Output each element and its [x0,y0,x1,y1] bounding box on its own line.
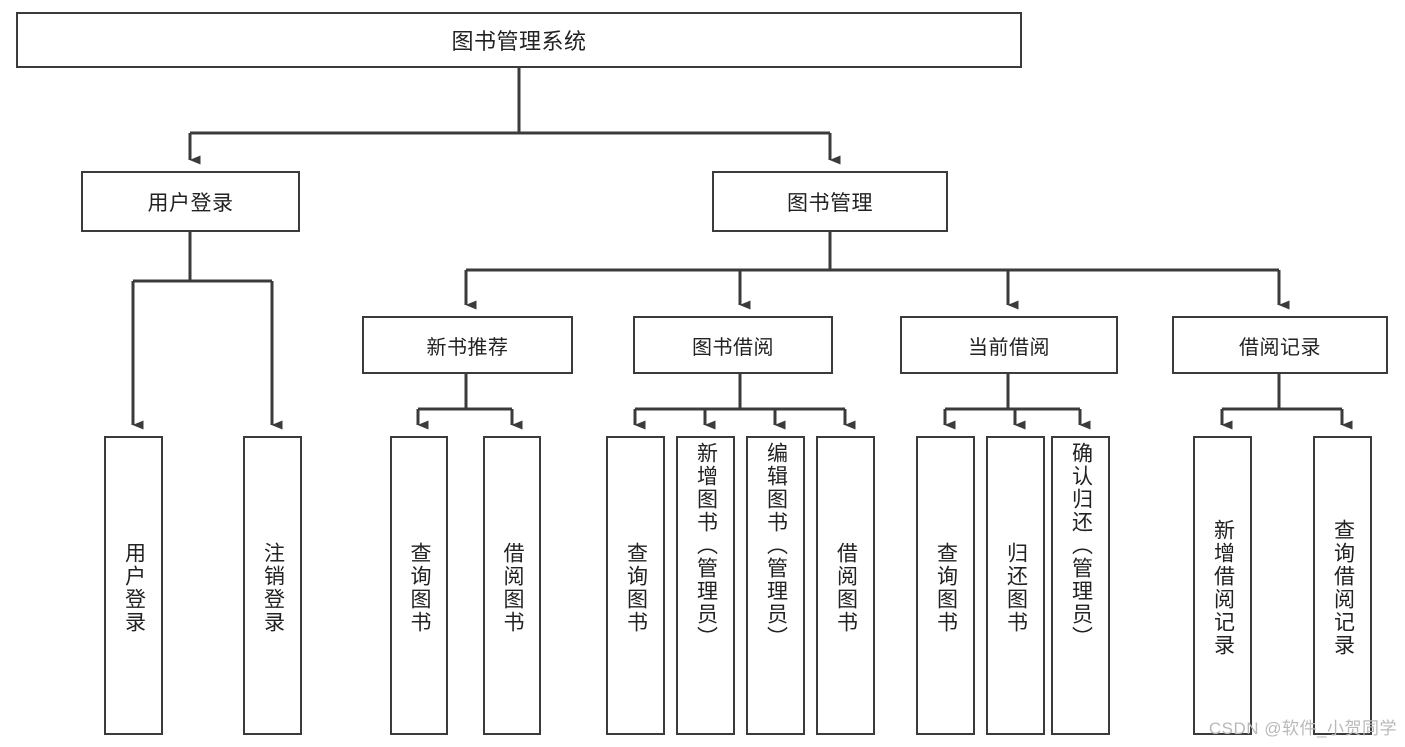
node-label: 当前借阅 [968,336,1050,359]
node-label: 借阅图书 [501,541,525,634]
node-label: 借阅图书 [834,541,858,634]
node-label: 图书管理系统 [451,29,587,54]
leaf-query-book-nb[interactable]: 查询图书 [390,436,448,735]
node-label: 用户登录 [147,191,234,215]
node-book-management[interactable]: 图书管理 [712,171,948,232]
leaf-return-book[interactable]: 归还图书 [986,436,1045,735]
leaf-add-borrow-record[interactable]: 新增借阅记录 [1193,436,1252,735]
leaf-add-book-admin[interactable]: 新增图书（管理员） [676,436,735,735]
node-borrowing-record[interactable]: 借阅记录 [1172,316,1388,374]
leaf-confirm-return-admin[interactable]: 确认归还（管理员） [1051,436,1110,735]
node-new-book-recommendation[interactable]: 新书推荐 [362,316,573,374]
leaf-user-login[interactable]: 用户登录 [104,436,163,735]
leaf-borrow-book-nb[interactable]: 借阅图书 [483,436,541,735]
node-label: 查询图书 [934,541,958,634]
node-book-management-system[interactable]: 图书管理系统 [16,12,1022,68]
node-label: 查询图书 [624,541,648,634]
node-label: 编辑图书（管理员） [764,442,788,649]
node-label: 注销登录 [261,541,285,634]
leaf-borrow-book-bb[interactable]: 借阅图书 [816,436,875,735]
node-label: 借阅记录 [1239,336,1321,359]
node-current-borrowing[interactable]: 当前借阅 [900,316,1118,374]
node-label: 确认归还（管理员） [1069,442,1093,649]
node-label: 归还图书 [1004,541,1028,634]
node-label: 新增图书（管理员） [694,442,718,649]
node-label: 图书借阅 [692,336,774,359]
node-user-login[interactable]: 用户登录 [81,171,300,232]
node-label: 查询借阅记录 [1331,518,1355,657]
leaf-query-book-bb[interactable]: 查询图书 [606,436,665,735]
node-label: 图书管理 [787,191,873,215]
node-book-borrowing[interactable]: 图书借阅 [633,316,833,374]
leaf-edit-book-admin[interactable]: 编辑图书（管理员） [746,436,805,735]
node-label: 查询图书 [408,541,432,634]
leaf-query-book-cb[interactable]: 查询图书 [916,436,975,735]
leaf-query-borrow-record[interactable]: 查询借阅记录 [1313,436,1372,735]
leaf-logout[interactable]: 注销登录 [243,436,302,735]
node-label: 新书推荐 [426,336,509,359]
node-label: 用户登录 [122,541,146,634]
node-label: 新增借阅记录 [1211,518,1235,657]
